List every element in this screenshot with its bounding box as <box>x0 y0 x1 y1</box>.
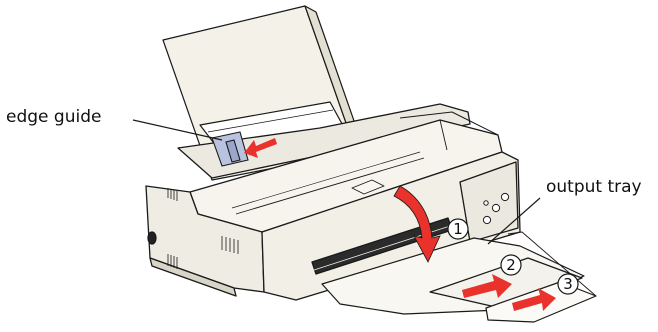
edge-guide-part <box>211 131 249 167</box>
printer-body <box>145 103 521 301</box>
step-3-badge: 3 <box>557 273 579 295</box>
tray-arrow-3-icon <box>512 288 556 311</box>
step-1-number: 1 <box>453 220 463 238</box>
step-2-number: 2 <box>506 256 516 274</box>
tray-arrow-2-icon <box>462 274 512 298</box>
curved-arrow-icon <box>393 185 441 263</box>
step-2-badge: 2 <box>500 254 522 276</box>
edge-guide-leader <box>132 119 223 141</box>
step-3-number: 3 <box>563 275 573 293</box>
label-output-tray: output tray <box>546 177 642 197</box>
label-edge-guide: edge guide <box>6 107 101 127</box>
edge-guide-arrow-icon <box>244 138 277 158</box>
step-1-badge: 1 <box>447 218 469 240</box>
output-tray-leader <box>487 197 541 245</box>
control-buttons <box>482 192 510 225</box>
